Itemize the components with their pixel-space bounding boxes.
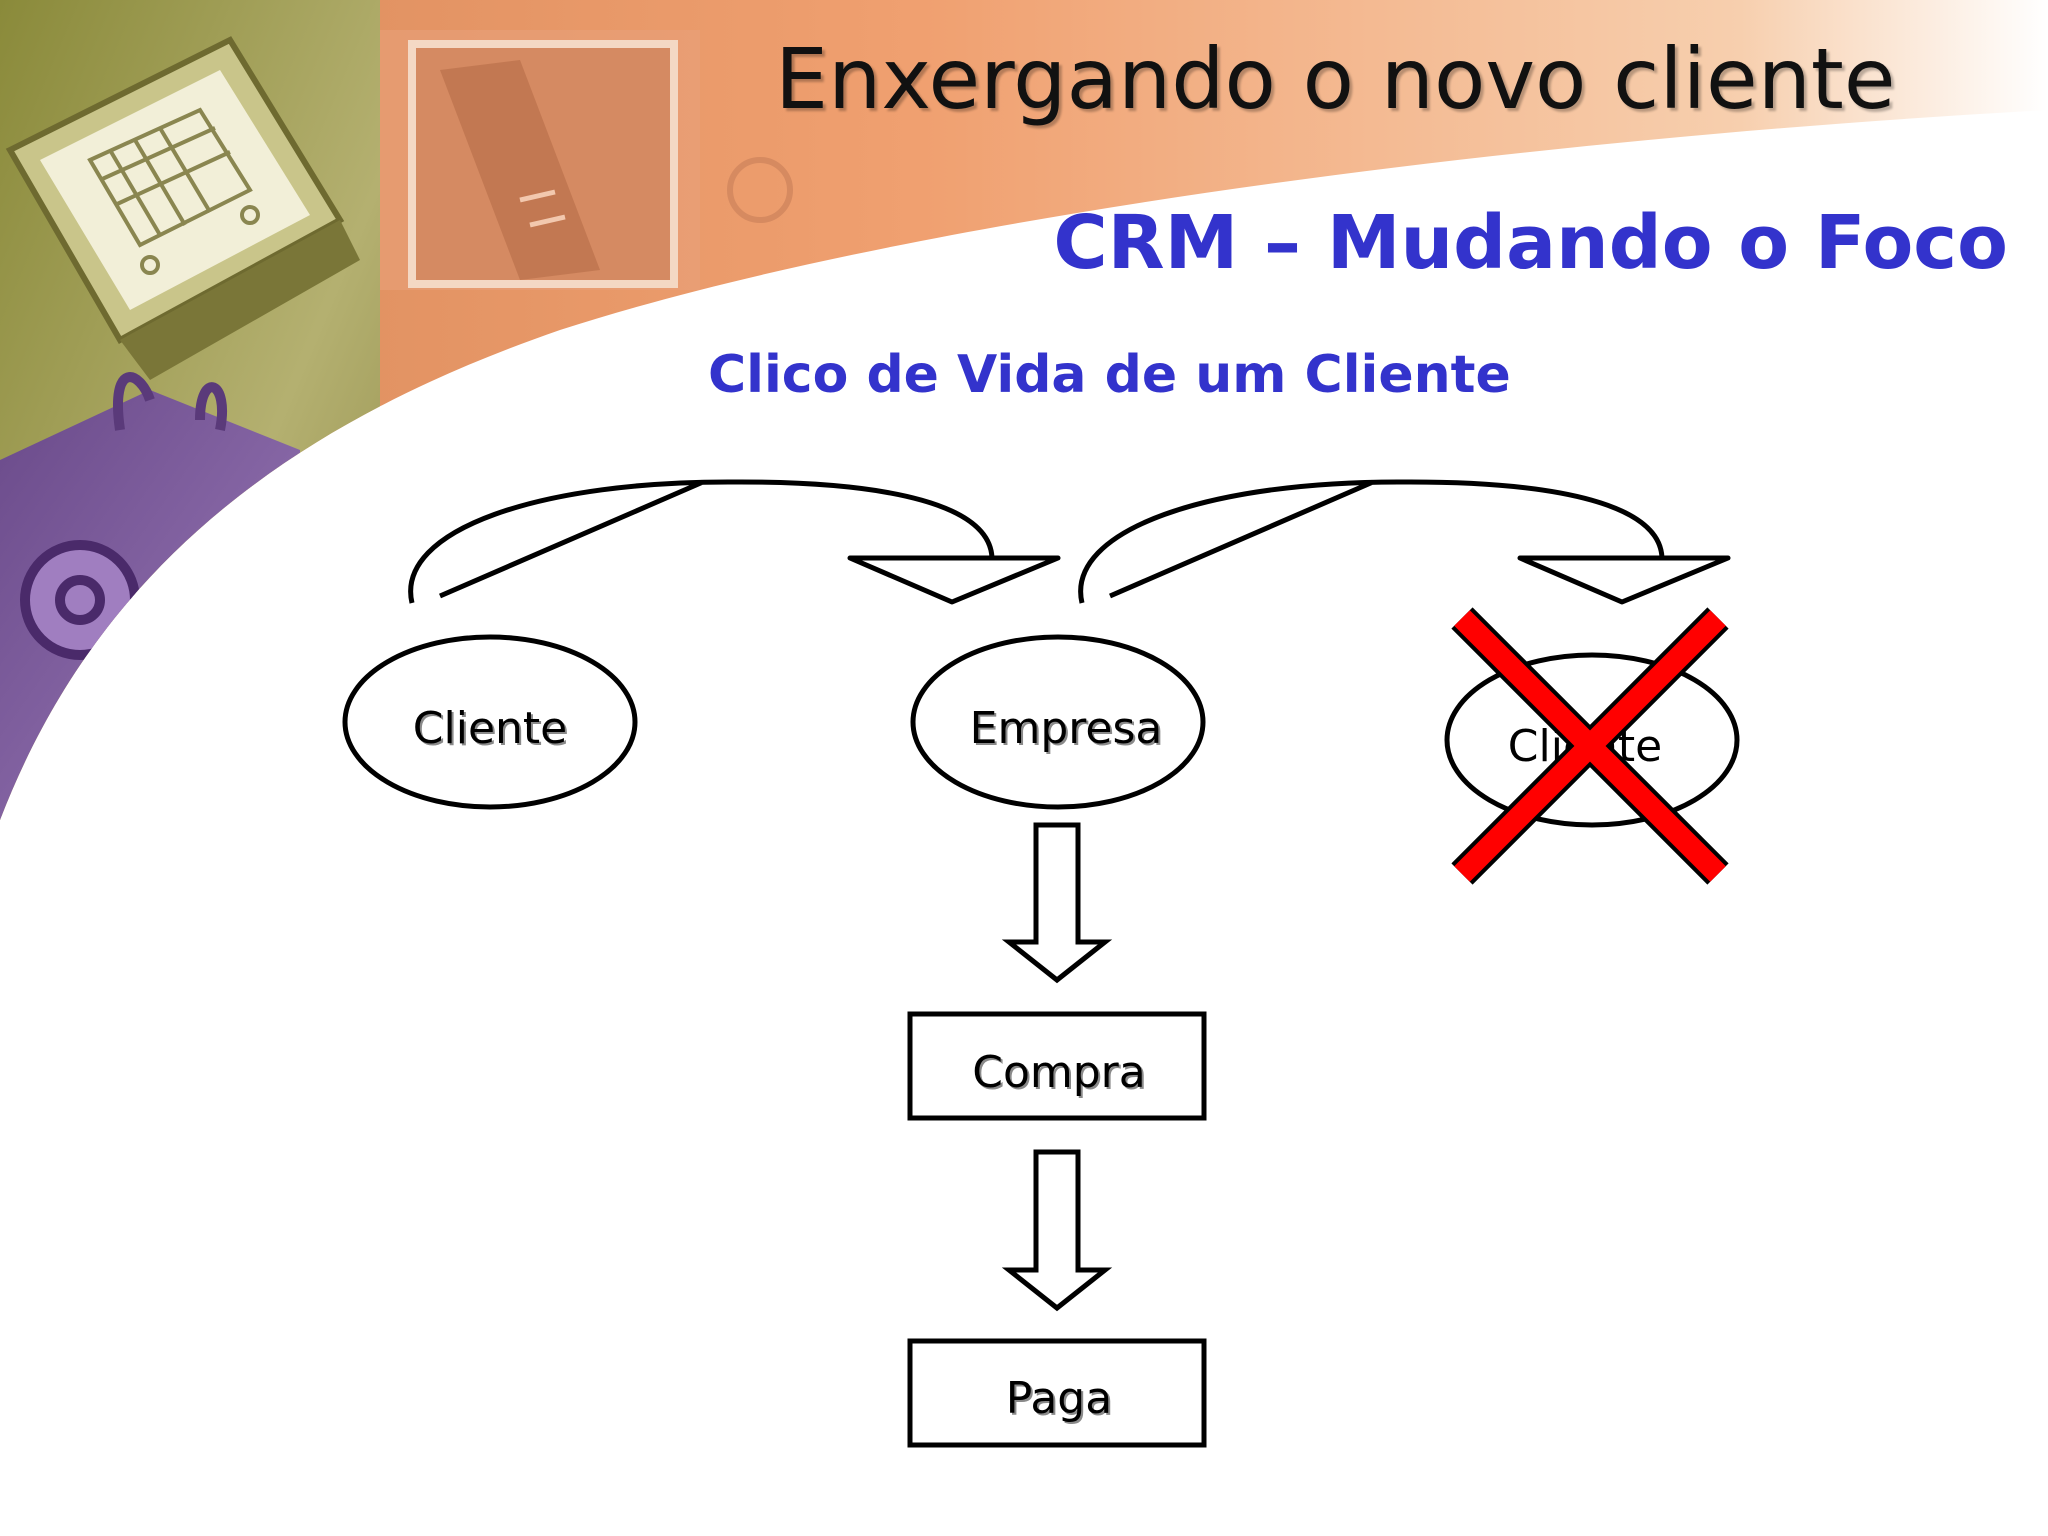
- node-empresa-label-shadow: Empresa: [972, 705, 1165, 756]
- node-cliente-removed: Cliente: [1444, 607, 1740, 885]
- node-cliente-label: Cliente: [413, 703, 567, 754]
- node-empresa: Empresa Empresa: [910, 634, 1206, 810]
- slide-title: Enxergando o novo cliente: [775, 30, 1896, 128]
- shopping-cart-monitor-image: [5, 36, 360, 380]
- diagram-title: Clico de Vida de um Cliente: [708, 345, 1511, 405]
- node-compra: Compra Compra: [907, 1011, 1207, 1121]
- node-cliente: Cliente Cliente: [342, 634, 638, 810]
- curved-arrow-empresa-cliente: [1078, 479, 1731, 605]
- node-compra-label-shadow: Compra: [974, 1049, 1148, 1100]
- node-paga-label-shadow: Paga: [1008, 1375, 1114, 1426]
- curved-arrow-cliente-empresa: [408, 479, 1061, 605]
- node-compra-label: Compra: [972, 1047, 1146, 1098]
- red-cross-icon: [1451, 607, 1729, 885]
- slide-subtitle: CRM – Mudando o Foco: [1053, 200, 2008, 286]
- node-paga-label: Paga: [1006, 1373, 1112, 1424]
- credit-card-image: [380, 30, 793, 290]
- node-empresa-label: Empresa: [970, 703, 1163, 754]
- node-cliente-label-shadow: Cliente: [415, 705, 569, 756]
- down-arrow-compra-paga: [1001, 1149, 1113, 1312]
- node-paga: Paga Paga: [907, 1338, 1207, 1448]
- down-arrow-empresa-compra: [1001, 822, 1113, 984]
